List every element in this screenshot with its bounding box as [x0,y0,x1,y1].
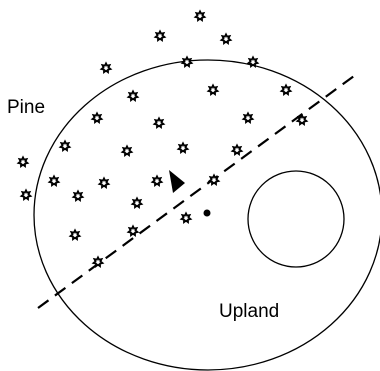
tree-icon [120,144,134,157]
tree-icon [295,113,309,126]
tree-icon [176,141,190,154]
tree-icon [206,83,220,96]
tree-icon [58,139,72,152]
tree-icon [99,61,113,74]
tree-icon [16,155,30,168]
tree-icon [246,55,260,68]
tree-icon [180,55,194,68]
tree-icon [207,173,221,186]
tree-icon [47,174,61,187]
direction-arrow-icon [169,170,185,193]
tree-icon [152,116,166,129]
tree-icon [230,143,244,156]
tree-icon [91,255,105,268]
outer-region-circle [33,59,380,371]
dashed-boundary-line [37,75,355,309]
point-marker [203,209,211,217]
tree-icon [150,174,164,187]
tree-icon [193,9,207,22]
tree-icon [130,196,144,209]
upland-label: Upland [219,301,279,322]
tree-icon [126,224,140,237]
tree-icon [71,189,85,202]
tree-icon [90,111,104,124]
tree-icon [179,211,193,224]
pine-label: Pine [7,97,45,118]
tree-icon [19,188,33,201]
tree-icon [126,89,140,102]
tree-icon [153,29,167,42]
inner-region-circle [247,170,345,268]
tree-icon [279,83,293,96]
tree-icon [97,176,111,189]
tree-markers [16,9,309,268]
tree-icon [219,32,233,45]
tree-icon [68,228,82,241]
tree-icon [241,111,255,124]
